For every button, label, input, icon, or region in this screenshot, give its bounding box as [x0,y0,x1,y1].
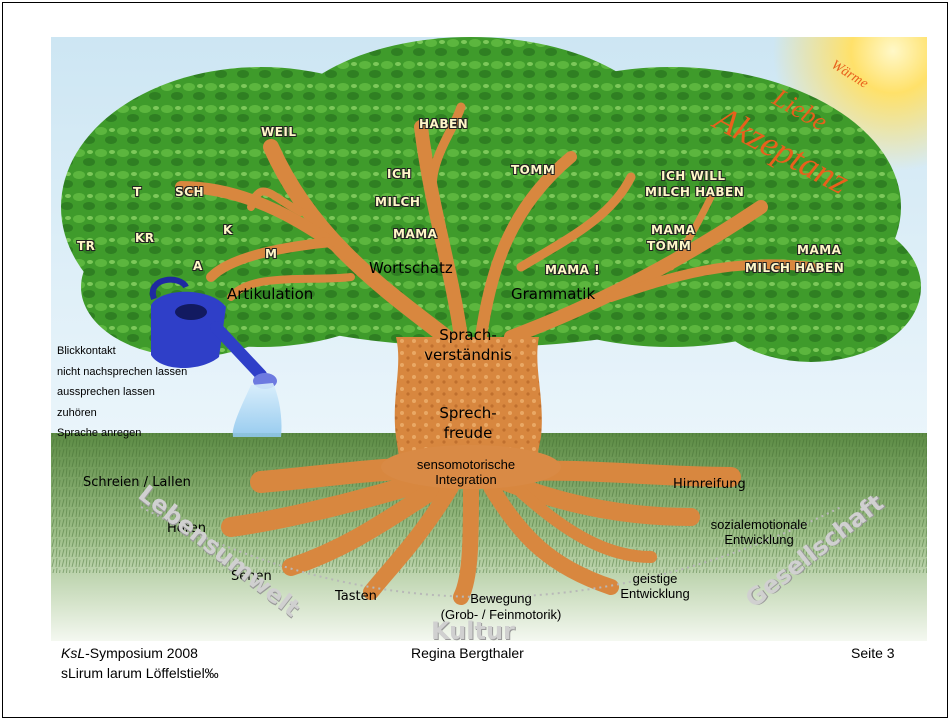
watering-label: zuhören [57,406,97,419]
crown-sound-sch: SCH [175,185,204,199]
footer-author: Regina Bergthaler [411,645,524,661]
root-label-sozial: sozialemotionale Entwicklung [710,517,808,547]
crown-sound-m: M [265,247,278,261]
crown-phrase-tomm: TOMM [647,239,692,253]
crown-sound-kr: KR [135,231,155,245]
watering-label: Sprache anregen [57,427,142,439]
root-label-integration: sensomotorische Integration [416,457,516,487]
root-label-schreien: Schreien / Lallen [83,475,191,490]
crown-sound-k: K [223,223,233,237]
watering-can-icon [149,276,282,437]
footer-event: KsL-Symposium 2008 [61,645,198,661]
tree-crown [61,37,921,362]
trunk-label-sprachverstaendnis: Sprach- verständnis [424,326,512,364]
root-label-geistige: geistige Entwicklung [620,571,690,601]
root-label-hoeren: Hören [167,521,207,536]
crown-phrase-mama-1: MAMA [651,223,696,237]
crown-phrase-mama-excl: MAMA ! [545,263,601,277]
watering-can-labels: Blickkontakt nicht nachsprechen lassen a… [57,341,187,444]
tree-trunk [394,337,542,457]
crown-phrase-milch-haben: MILCH HABEN [645,185,745,199]
root-label-sehen: Sehen [231,569,272,584]
label-grammatik: Grammatik [511,285,596,303]
watering-label: Blickkontakt [57,345,116,357]
root-label-hirnreifung: Hirnreifung [673,477,746,492]
crown-phrase-mama-2: MAMA [797,243,842,257]
crown-word-milch: MILCH [375,195,421,209]
crown-phrase-ich-will: ICH WILL [661,169,726,183]
crown-word-weil: WEIL [261,125,297,139]
watering-label: aussprechen lassen [57,386,155,398]
crown-word-tomm: TOMM [511,163,556,177]
arc-word-kultur: Kultur [431,617,515,641]
footer-left: KsL-Symposium 2008 sLirum larum Löffelst… [61,645,219,681]
language-tree-illustration: Wärme Liebe Akzeptanz T SCH KR K TR A M … [51,37,927,641]
root-label-bewegung: Bewegung (Grob- / Feinmotorik) [440,591,562,622]
crown-sound-a: A [193,259,203,273]
tree-roots [221,456,741,605]
root-label-tasten: Tasten [335,589,377,604]
crown-sound-t: T [133,185,142,199]
trunk-label-sprechfreude: Sprech- freude [439,404,497,442]
crown-word-mama: MAMA [393,227,438,241]
footer-page-number: Seite 3 [851,645,895,661]
crown-phrase-milch-haben-2: MILCH HABEN [745,261,845,275]
label-artikulation: Artikulation [227,285,314,303]
crown-word-ich: ICH [387,167,412,181]
label-wortschatz: Wortschatz [369,259,453,277]
tree-branches [175,102,816,345]
watering-label: nicht nachsprechen lassen [57,365,188,378]
footer-subtitle: sLirum larum Löffelstiel‰ [61,665,219,681]
crown-word-haben: HABEN [419,117,469,131]
crown-sound-tr: TR [77,239,96,253]
